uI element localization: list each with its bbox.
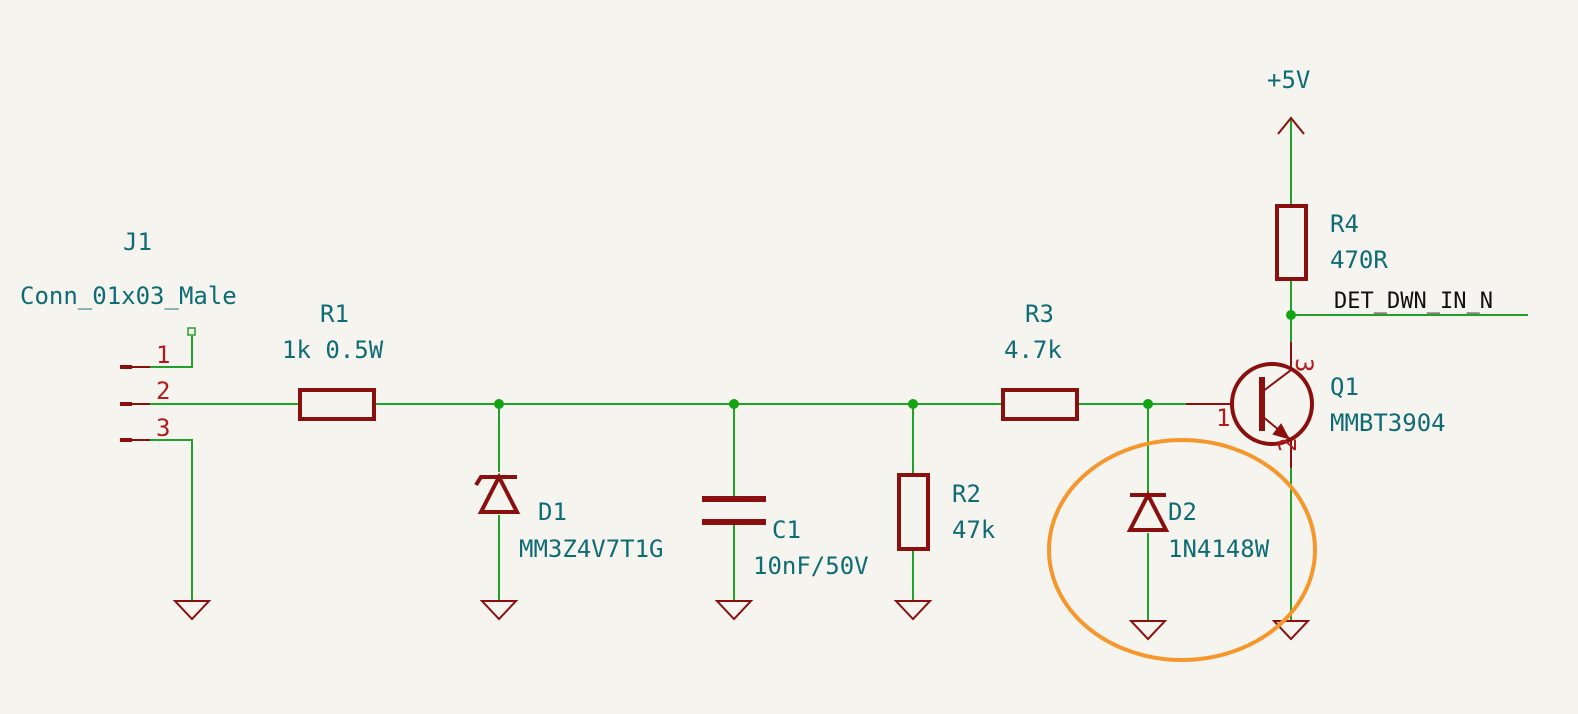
r3-reference: R3 <box>1025 300 1054 328</box>
ground-icon[interactable] <box>1128 620 1168 641</box>
highlight-ellipse <box>1047 438 1317 662</box>
ground-symbols <box>172 600 1311 641</box>
j1-reference: J1 <box>123 228 152 256</box>
junction-dot <box>729 399 739 409</box>
diode-d2[interactable]: D2 1N4148W <box>1126 490 1270 563</box>
resistor-r1[interactable]: R1 1k 0.5W <box>282 300 384 421</box>
junction-dot <box>1286 310 1296 320</box>
q1-pin-number-2: 2 <box>1274 438 1302 452</box>
d2-value: 1N4148W <box>1168 535 1270 563</box>
capacitor-c1[interactable]: C1 10nF/50V <box>702 496 869 580</box>
q1-reference: Q1 <box>1330 373 1359 401</box>
wire-j1-pin1 <box>150 336 193 368</box>
power-label: +5V <box>1267 66 1310 94</box>
r2-body <box>897 473 930 551</box>
d1-bar <box>474 475 517 487</box>
net-label-text: DET_DWN_IN_N <box>1334 289 1493 314</box>
j1-pin-number-3: 3 <box>156 414 170 442</box>
d2-triangle <box>1126 490 1170 532</box>
r1-value: 1k 0.5W <box>282 336 384 364</box>
r3-body <box>1001 388 1079 421</box>
d1-value: MM3Z4V7T1G <box>519 535 664 563</box>
power-arrow-icon <box>1277 116 1305 135</box>
junction-dot <box>1143 399 1153 409</box>
ground-icon[interactable] <box>172 600 212 621</box>
power-symbol-5v[interactable]: +5V <box>1267 66 1310 135</box>
transistor-q1[interactable]: 1 3 2 Q1 MMBT3904 <box>1186 342 1446 468</box>
r1-reference: R1 <box>320 300 349 328</box>
d1-triangle <box>477 472 521 514</box>
c1-reference: C1 <box>772 516 801 544</box>
connector-j1[interactable]: 1 2 3 J1 Conn_01x03_Male <box>20 228 237 442</box>
ground-icon[interactable] <box>893 600 933 621</box>
q1-value: MMBT3904 <box>1330 409 1446 437</box>
junction-dot <box>908 399 918 409</box>
j1-pin-number-2: 2 <box>156 377 170 405</box>
ground-icon[interactable] <box>1271 620 1311 641</box>
junctions <box>494 310 1296 409</box>
q1-collector-lead <box>1261 342 1292 393</box>
q1-body-circle <box>1230 362 1314 446</box>
c1-value: 10nF/50V <box>753 552 869 580</box>
resistor-r3[interactable]: R3 4.7k <box>1001 300 1079 421</box>
d2-reference: D2 <box>1168 498 1197 526</box>
d1-reference: D1 <box>538 498 567 526</box>
ground-icon[interactable] <box>479 600 519 621</box>
r3-value: 4.7k <box>1004 336 1062 364</box>
r1-body <box>298 388 376 421</box>
ground-icon[interactable] <box>714 600 754 621</box>
net-label-det-dwn-in-n[interactable]: DET_DWN_IN_N <box>1334 289 1493 314</box>
r4-value: 470R <box>1330 246 1388 274</box>
wire-j1-pin3 <box>150 439 193 600</box>
j1-pin-number-1: 1 <box>156 341 170 369</box>
zener-diode-d1[interactable]: D1 MM3Z4V7T1G <box>474 472 664 563</box>
r2-value: 47k <box>952 516 996 544</box>
wires <box>150 118 1528 620</box>
q1-emitter-arrow-icon <box>1272 423 1291 440</box>
j1-value: Conn_01x03_Male <box>20 282 237 310</box>
r2-reference: R2 <box>952 480 981 508</box>
q1-emitter-lead <box>1261 415 1292 468</box>
resistor-r2[interactable]: R2 47k <box>897 473 996 551</box>
q1-pin-number-3: 3 <box>1290 358 1318 372</box>
junction-dot <box>494 399 504 409</box>
q1-pin-number-1: 1 <box>1216 404 1230 432</box>
no-connect-marker <box>187 327 196 336</box>
r4-reference: R4 <box>1330 210 1359 238</box>
r4-body <box>1275 204 1308 281</box>
resistor-r4[interactable]: R4 470R <box>1275 204 1388 281</box>
